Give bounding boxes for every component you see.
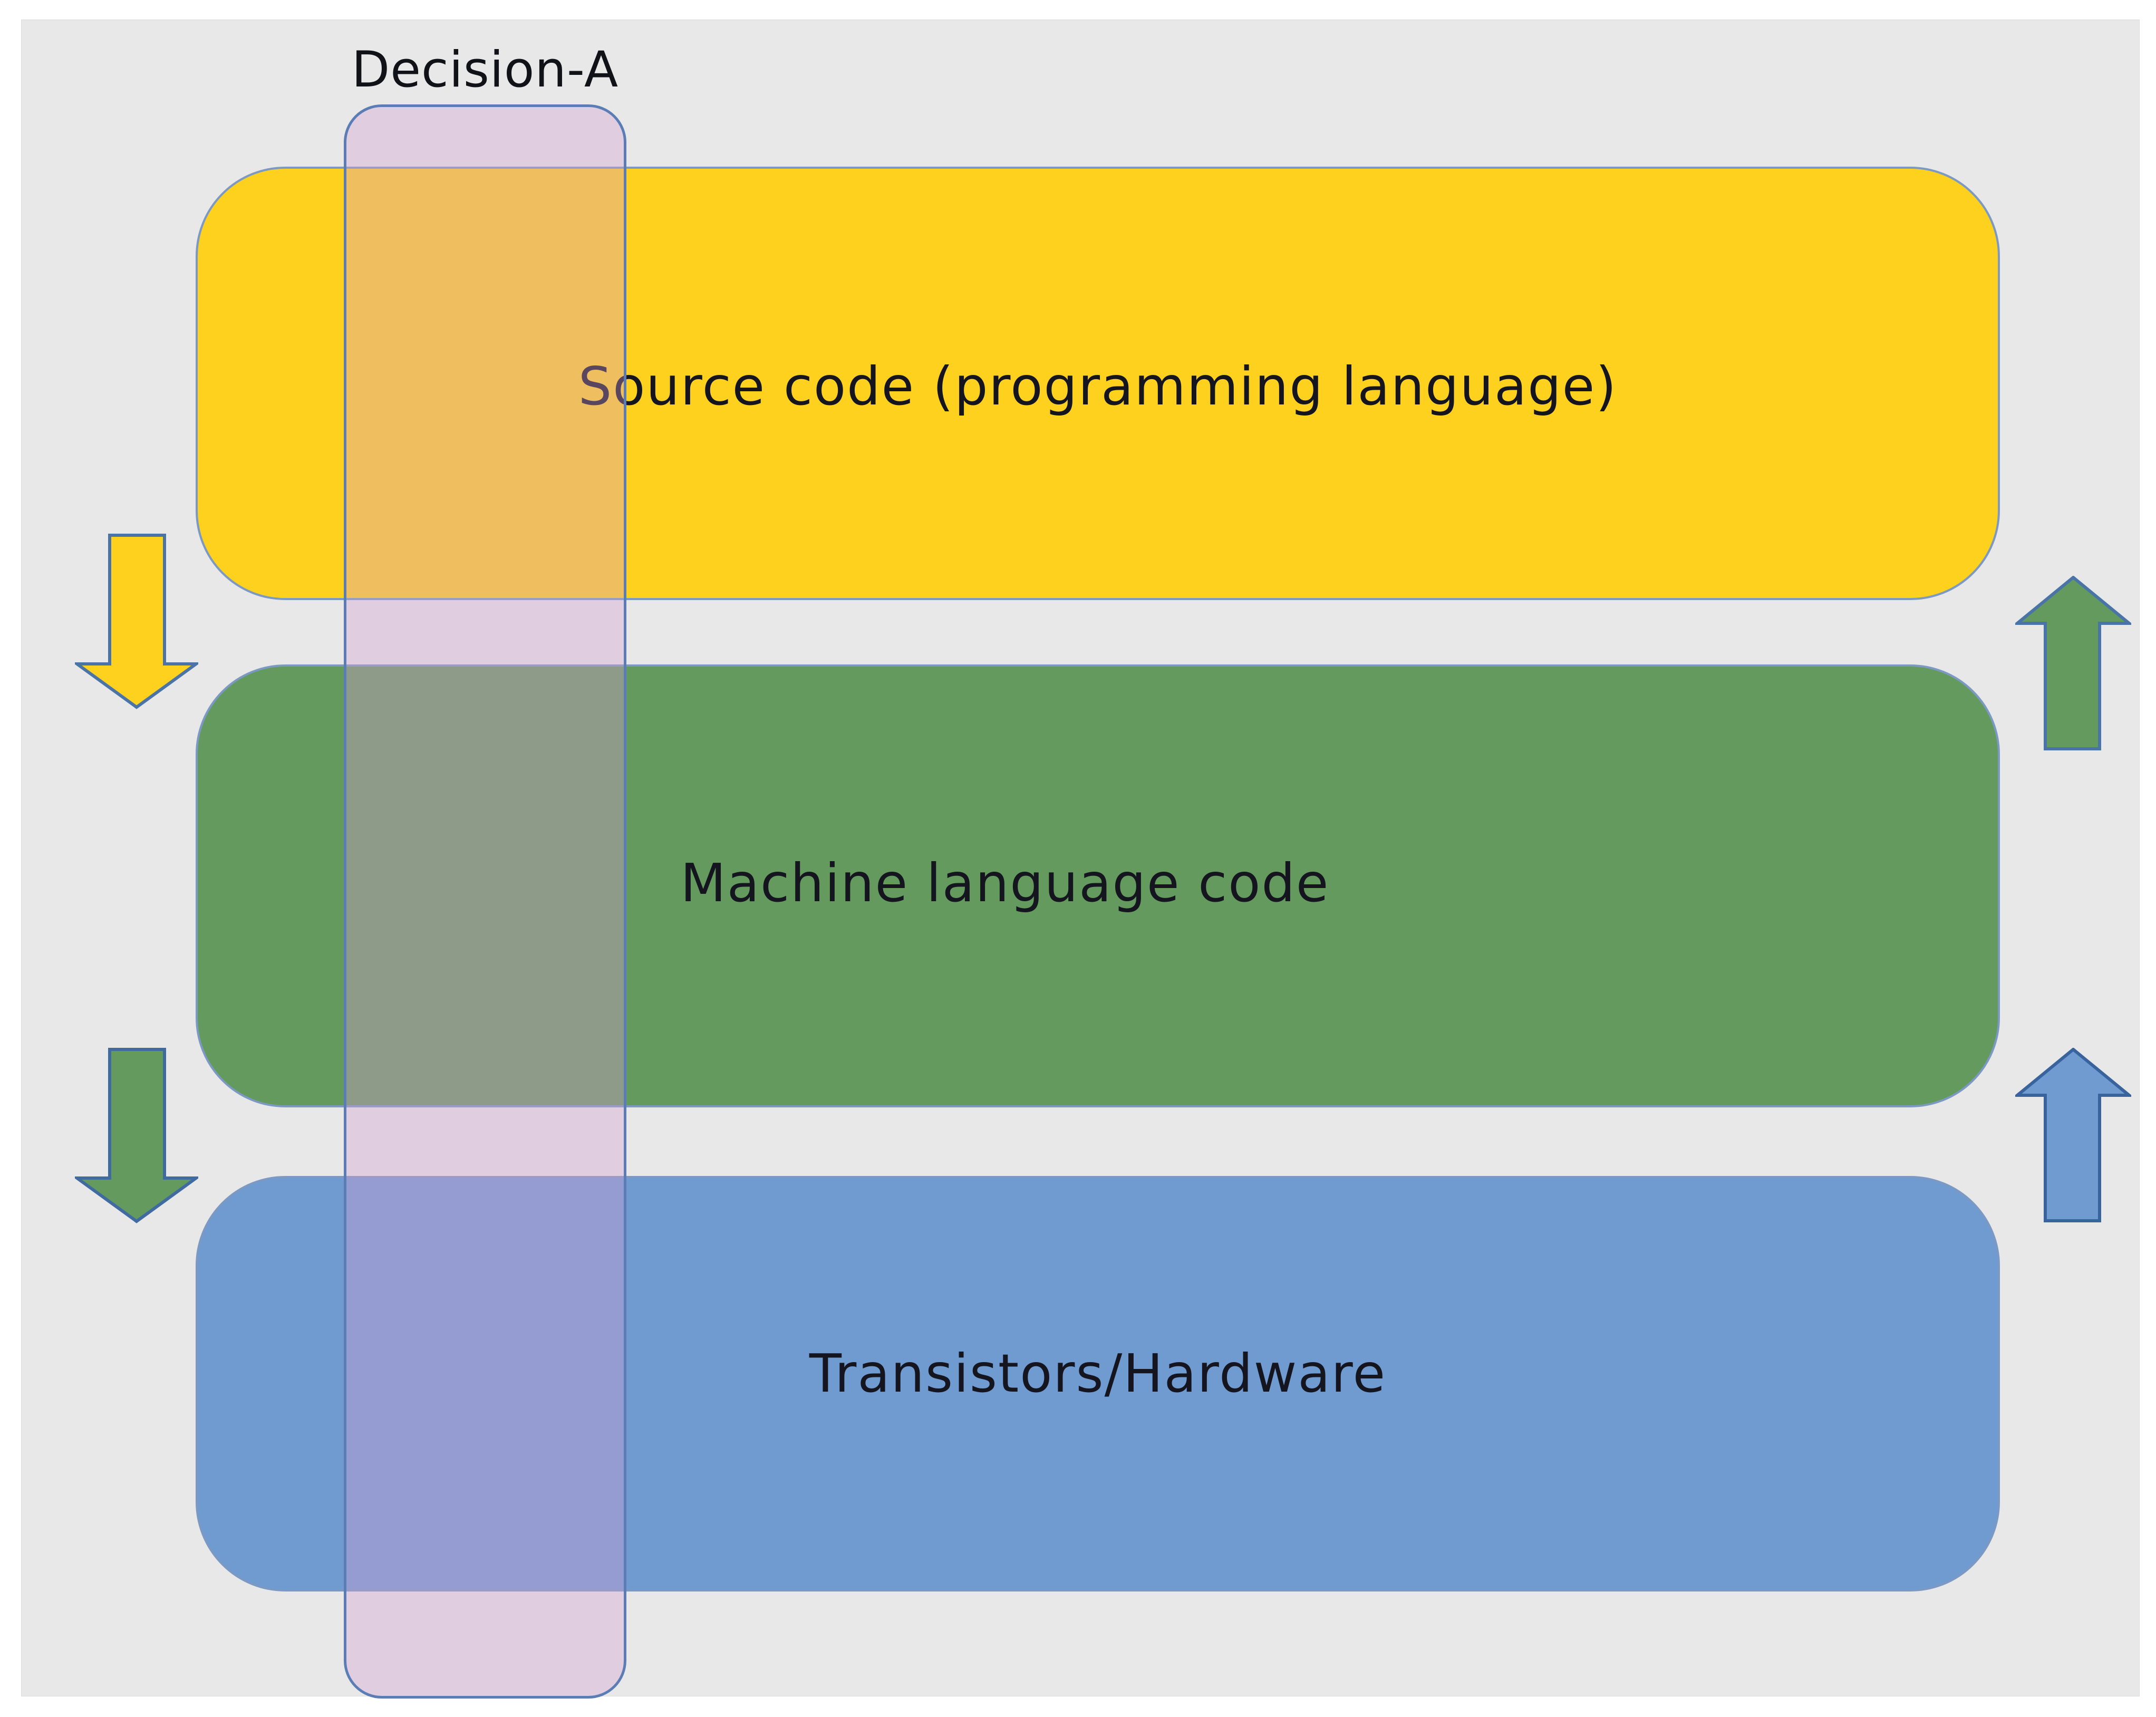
down-arrow-shape [75,1048,198,1223]
up-arrow-shape [2015,1048,2131,1222]
layer-label-hardware: Transistors/Hardware [809,1343,1387,1404]
layer-box-hardware [196,1176,2000,1591]
up-arrow-shape [2015,576,2131,750]
down-arrow-icon [75,534,198,709]
down-arrow-icon [75,1048,198,1223]
up-arrow-icon [2015,1048,2131,1222]
layer-box-machine-language [196,664,2000,1107]
layer-label-machine-language: Machine language code [680,852,1330,914]
layer-box-source-code [196,167,2000,600]
layer-label-source-code: Source code (programming language) [578,355,1618,417]
decision-label: Decision-A [351,41,619,99]
up-arrow-icon [2015,576,2131,750]
down-arrow-shape [75,534,198,709]
diagram-canvas: Source code (programming language) Machi… [21,20,2140,1699]
decision-overlay-bar [344,104,626,1699]
